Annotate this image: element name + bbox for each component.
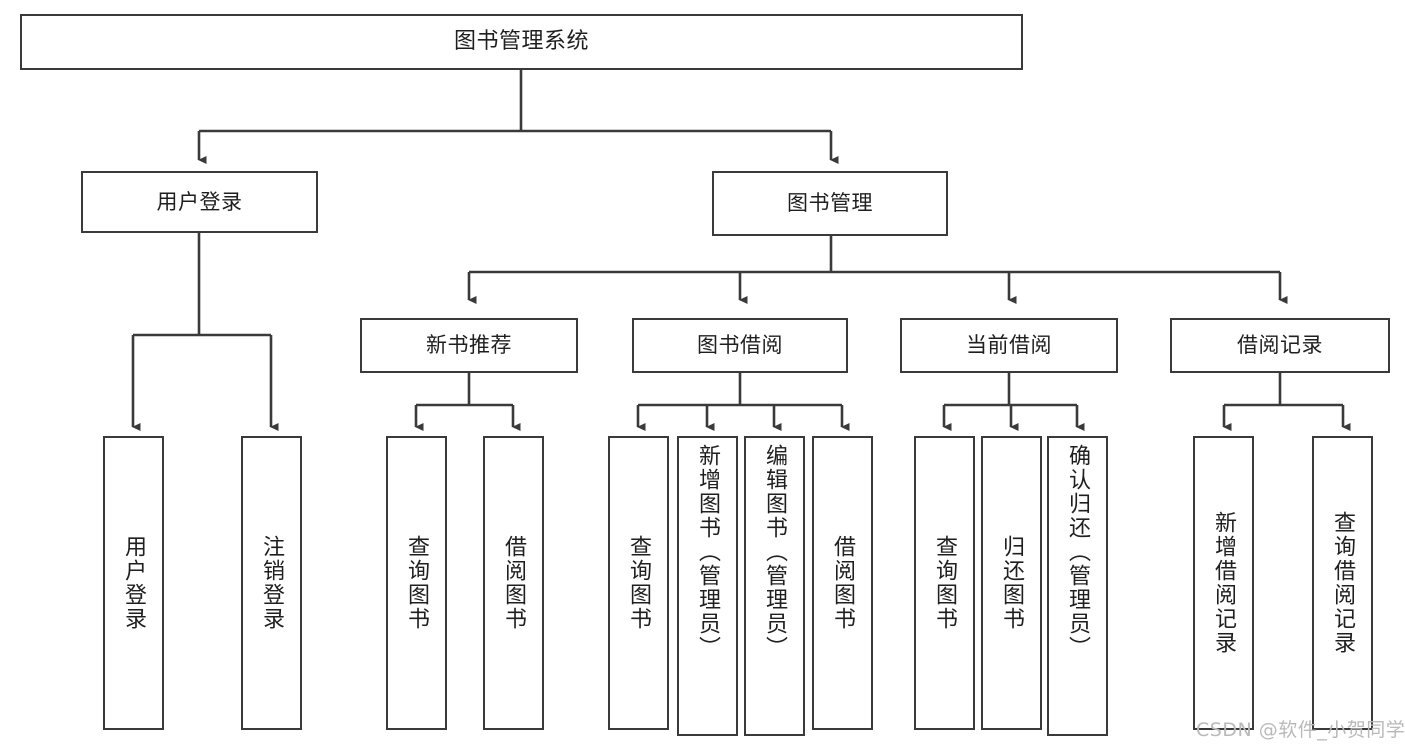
leaf-query-book-current[interactable]: 查询图书: [914, 436, 975, 730]
leaf-query-book-recommend-label: 查询图书: [404, 535, 430, 631]
leaf-add-borrow-record[interactable]: 新增借阅记录: [1193, 436, 1254, 730]
node-borrow-record[interactable]: 借阅记录: [1170, 318, 1390, 373]
leaf-query-book-borrow-label: 查询图书: [626, 535, 652, 631]
node-user-login-label: 用户登录: [156, 189, 243, 214]
node-book-management[interactable]: 图书管理: [712, 171, 948, 236]
leaf-edit-book-admin[interactable]: 编辑图书（管理员）: [744, 436, 805, 736]
node-book-management-label: 图书管理: [787, 191, 873, 216]
leaf-return-book-label: 归还图书: [999, 535, 1025, 631]
node-book-borrow-label: 图书借阅: [697, 333, 783, 358]
leaf-confirm-return-admin-label: 确认归还（管理员）: [1065, 444, 1091, 660]
node-current-borrow[interactable]: 当前借阅: [900, 318, 1118, 373]
leaf-user-login-label: 用户登录: [121, 535, 147, 631]
leaf-borrow-book-recommend[interactable]: 借阅图书: [483, 436, 544, 730]
node-new-book-recommend-label: 新书推荐: [426, 333, 512, 358]
leaf-borrow-book-borrow-label: 借阅图书: [830, 535, 856, 631]
leaf-edit-book-admin-label: 编辑图书（管理员）: [762, 444, 788, 660]
node-user-login[interactable]: 用户登录: [81, 171, 318, 233]
leaf-confirm-return-admin[interactable]: 确认归还（管理员）: [1047, 436, 1108, 736]
leaf-add-book-admin-label: 新增图书（管理员）: [695, 444, 721, 660]
node-root-label: 图书管理系统: [453, 29, 589, 55]
leaf-add-book-admin[interactable]: 新增图书（管理员）: [677, 436, 738, 736]
leaf-logout[interactable]: 注销登录: [241, 436, 302, 730]
leaf-borrow-book-borrow[interactable]: 借阅图书: [812, 436, 873, 730]
node-new-book-recommend[interactable]: 新书推荐: [360, 318, 578, 373]
leaf-query-book-borrow[interactable]: 查询图书: [608, 436, 669, 730]
leaf-query-borrow-record[interactable]: 查询借阅记录: [1312, 436, 1373, 730]
node-root[interactable]: 图书管理系统: [20, 14, 1023, 70]
leaf-query-borrow-record-label: 查询借阅记录: [1330, 511, 1356, 655]
node-borrow-record-label: 借阅记录: [1237, 333, 1323, 358]
leaf-user-login[interactable]: 用户登录: [103, 436, 164, 730]
csdn-watermark: CSDN @软件_小贺同学: [1196, 719, 1405, 741]
leaf-return-book[interactable]: 归还图书: [981, 436, 1042, 730]
node-current-borrow-label: 当前借阅: [966, 333, 1052, 358]
leaf-borrow-book-recommend-label: 借阅图书: [501, 535, 527, 631]
leaf-query-book-current-label: 查询图书: [932, 535, 958, 631]
node-book-borrow[interactable]: 图书借阅: [632, 318, 848, 373]
leaf-logout-label: 注销登录: [259, 535, 285, 631]
leaf-query-book-recommend[interactable]: 查询图书: [386, 436, 447, 730]
leaf-add-borrow-record-label: 新增借阅记录: [1211, 511, 1237, 655]
